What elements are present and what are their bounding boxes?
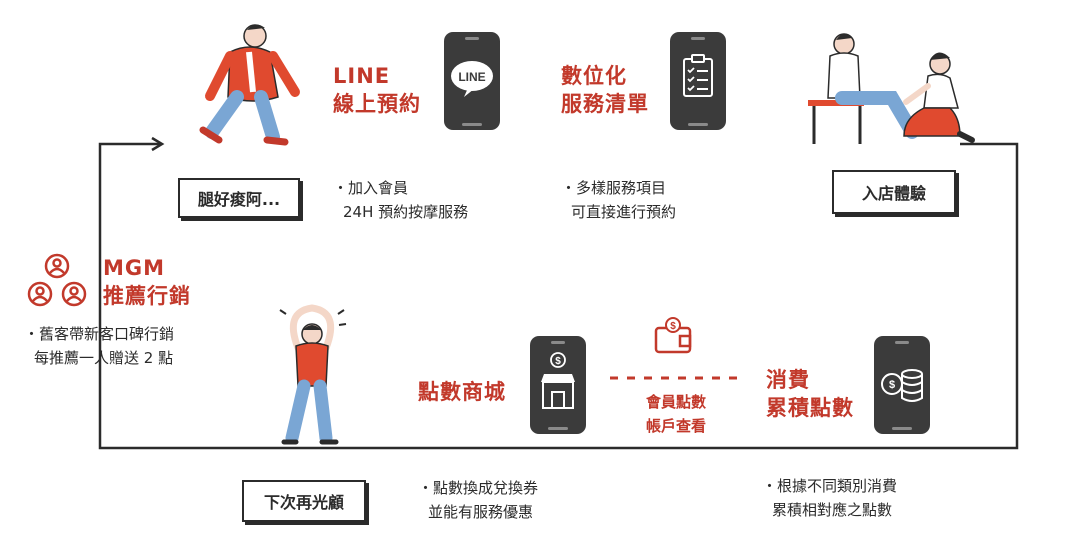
phone-checklist [670, 32, 726, 130]
coins-icon: $ [881, 369, 923, 402]
points-accumulate-note: ・根據不同類別消費 累積相對應之點數 [762, 477, 898, 519]
digital-list-title: 數位化 服務清單 [561, 64, 649, 116]
revisit-box: 下次再光顧 [242, 480, 366, 522]
digital-note: ・多樣服務項目 可直接進行預約 [561, 179, 677, 221]
line-chat-icon: LINE [451, 61, 493, 97]
phone-coins: $ [874, 336, 930, 434]
checklist-icon [683, 54, 713, 97]
start-box: 腿好痠阿... [178, 178, 300, 218]
account-label: 會員點數 帳戶查看 [645, 393, 706, 435]
walking-person-illustration [199, 24, 300, 146]
svg-text:$: $ [889, 379, 895, 391]
line-note: ・加入會員 24H 預約按摩服務 [333, 179, 469, 221]
phone-store: $ [530, 336, 586, 434]
referral-people-icon [27, 253, 87, 307]
svg-text:$: $ [670, 321, 676, 332]
wallet-icon: $ [654, 317, 692, 354]
phone-line: LINE [444, 32, 500, 130]
points-accumulate-title: 消費 累積點數 [766, 368, 854, 420]
svg-text:LINE: LINE [458, 70, 485, 84]
svg-text:$: $ [555, 356, 561, 367]
mgm-note: ・舊客帶新客口碑行銷 每推薦一人贈送 2 點 [24, 325, 175, 367]
stretching-person-illustration [279, 304, 347, 445]
mgm-title: MGM 推薦行銷 [103, 256, 191, 308]
storefront-icon: $ [541, 352, 575, 409]
line-booking-title: LINE 線上預約 [333, 64, 421, 116]
store-experience-box: 入店體驗 [832, 170, 956, 214]
start-label: 腿好痠阿... [197, 190, 281, 209]
points-mall-note: ・點數換成兌換券 並能有服務優惠 [418, 479, 539, 521]
points-mall-title: 點數商城 [418, 380, 506, 404]
massage-illustration [808, 33, 975, 144]
